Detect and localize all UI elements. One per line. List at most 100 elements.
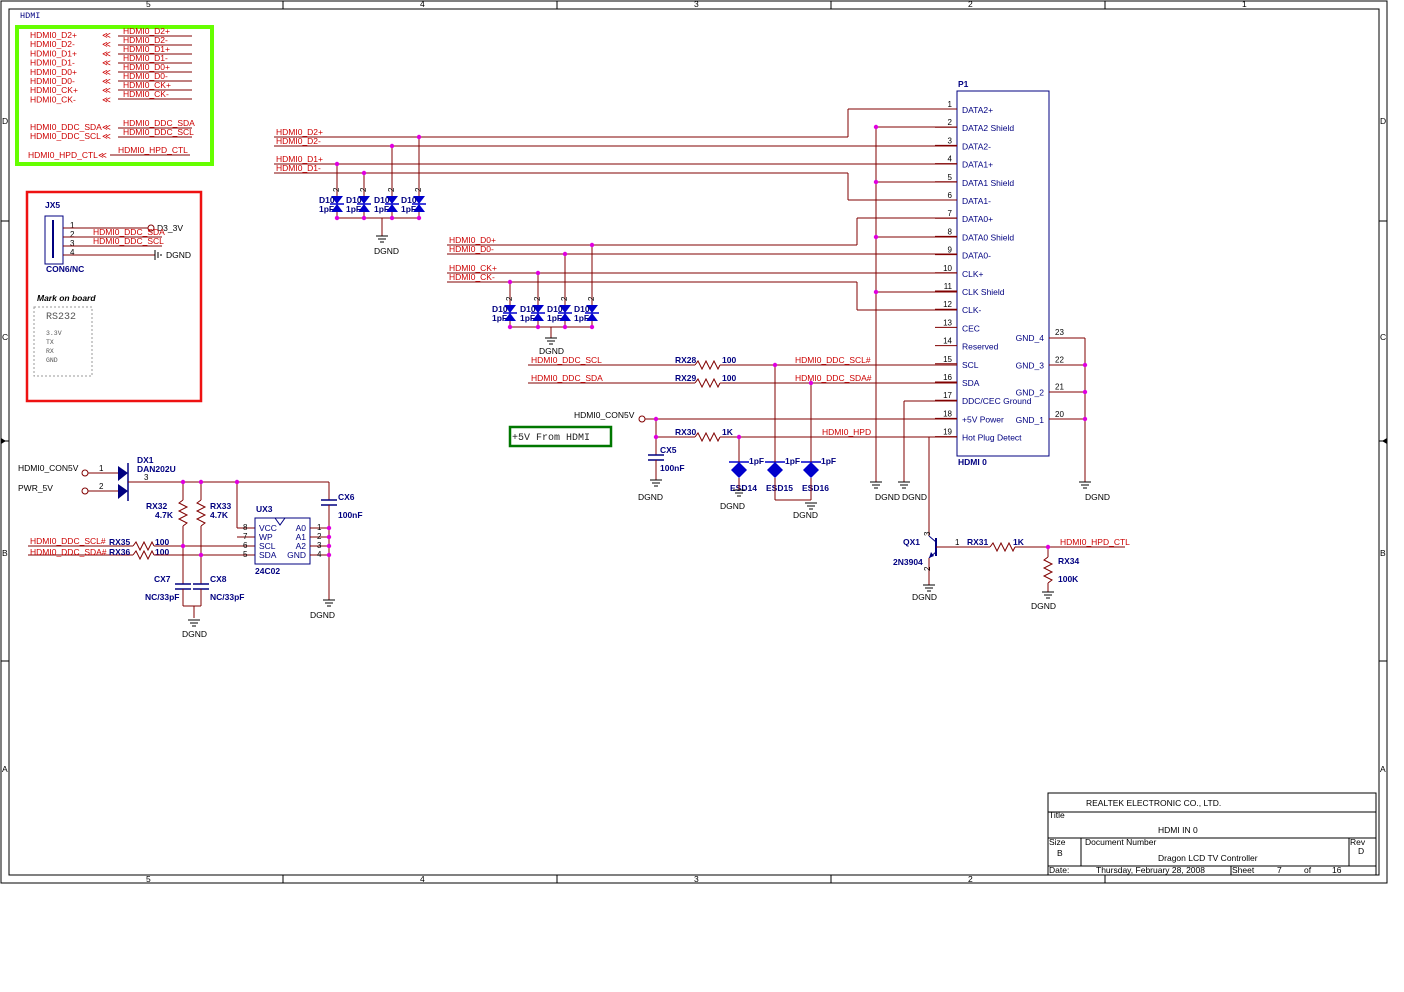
port-chevron-icon: ≪ bbox=[102, 94, 111, 104]
port-chevron-icon: ≪ bbox=[102, 58, 111, 68]
esd-value: 1pF bbox=[785, 456, 800, 466]
p1-pin-number: 6 bbox=[948, 191, 953, 200]
p1-gnd-pin-number: 22 bbox=[1055, 355, 1064, 364]
net-label: HDMI0_DDC_SCL# bbox=[795, 355, 871, 365]
rx36-value: 100 bbox=[155, 547, 169, 557]
junction-dot bbox=[535, 324, 541, 330]
p1-pin-name: DATA0- bbox=[962, 251, 991, 261]
p1-pin-number: 15 bbox=[943, 355, 952, 364]
ux3-pin-name: SCL bbox=[259, 541, 276, 551]
p1-pin-name: DATA2+ bbox=[962, 105, 993, 115]
p1-pin-name: DATA2 Shield bbox=[962, 123, 1014, 133]
diode-ref: D10 bbox=[574, 304, 590, 314]
p1-gnd-pin-number: 21 bbox=[1055, 383, 1064, 392]
diode-grounds: DGND DGND bbox=[337, 217, 592, 356]
tvs-diode-icon bbox=[413, 196, 425, 204]
border-col-label: 3 bbox=[694, 0, 699, 9]
junction-dot bbox=[873, 289, 879, 295]
net-label: HDMI0_D2+ bbox=[276, 127, 323, 137]
cx6-ref: CX6 bbox=[338, 492, 355, 502]
junction-dot bbox=[361, 170, 367, 176]
cx6-value: 100nF bbox=[338, 510, 363, 520]
date-label: Date: bbox=[1049, 865, 1069, 875]
rx30-body bbox=[694, 431, 721, 443]
diode-pin: 2 bbox=[387, 187, 396, 192]
border-row-label: B bbox=[1380, 548, 1386, 558]
p1-gnd-pin-name: GND_1 bbox=[1016, 415, 1045, 425]
junction-dot bbox=[361, 215, 367, 221]
junction-dot bbox=[326, 534, 332, 540]
ux3-part: 24C02 bbox=[255, 566, 280, 576]
border-col-label: 2 bbox=[968, 0, 973, 9]
border-row-label: C bbox=[1380, 332, 1386, 342]
port-left-label: HDMI0_D2+ bbox=[30, 30, 77, 40]
gnd-label: DGND bbox=[182, 629, 207, 639]
jx5-box-border bbox=[25, 190, 203, 403]
jx5-net: HDMI0_DDC_SCL bbox=[93, 236, 164, 246]
jx5-pin: 3 bbox=[70, 239, 75, 248]
diode-value: 1pF bbox=[401, 204, 416, 214]
port-left-label: HDMI0_D0+ bbox=[30, 67, 77, 77]
junction-dot bbox=[589, 324, 595, 330]
hdmi-box-border bbox=[15, 25, 214, 166]
junction-dot bbox=[326, 525, 332, 531]
rx36-ref: RX36 bbox=[109, 547, 131, 557]
junction-dot bbox=[772, 362, 778, 368]
diode-value: 1pF bbox=[492, 313, 507, 323]
rx36-body bbox=[132, 549, 155, 561]
gnd-label: DGND bbox=[912, 592, 937, 602]
svg-text:≪: ≪ bbox=[102, 122, 111, 132]
junction-dot bbox=[334, 215, 340, 221]
p1-gnd-pin-name: GND_4 bbox=[1016, 333, 1045, 343]
port-chevron-icon: ≪ bbox=[102, 76, 111, 86]
port-chevron-icon: ≪ bbox=[102, 39, 111, 49]
p1-pin-name: CEC bbox=[962, 323, 980, 333]
port-chevron-icon: ≪ bbox=[102, 85, 111, 95]
mark-line: GND bbox=[46, 357, 58, 364]
port-right-label: HDMI0_HPD_CTL bbox=[118, 145, 188, 155]
gnd-label: DGND bbox=[374, 246, 399, 256]
rx34-value: 100K bbox=[1058, 574, 1079, 584]
port-right-label: HDMI0_DDC_SCL bbox=[123, 127, 194, 137]
p1-pin-number: 12 bbox=[943, 300, 952, 309]
junction-dot bbox=[873, 234, 879, 240]
gnd-label: DGND bbox=[539, 346, 564, 356]
diode-pin: 2 bbox=[505, 296, 514, 301]
rev-label: Rev bbox=[1350, 837, 1366, 847]
qx1-pin: 3 bbox=[923, 531, 932, 536]
esd-wires: DGND DGND bbox=[720, 365, 818, 520]
esd-diode-icon bbox=[803, 462, 819, 470]
junction-dot bbox=[1082, 389, 1088, 395]
svg-text:≪: ≪ bbox=[102, 131, 111, 141]
diode-ref: D10 bbox=[492, 304, 508, 314]
rx35-value: 100 bbox=[155, 537, 169, 547]
net-label: HDMI0_D0+ bbox=[449, 235, 496, 245]
p1-pin-name: SCL bbox=[962, 360, 979, 370]
port-left-label: HDMI0_DDC_SCL bbox=[30, 131, 101, 141]
p1-pin-name: DATA1+ bbox=[962, 160, 993, 170]
hdmi-port-box: HDMI HDMI0_D2+HDMI0_D2+≪HDMI0_D2-HDMI0_D… bbox=[15, 11, 214, 166]
diode-value: 1pF bbox=[547, 313, 562, 323]
hdmi-box-title: HDMI bbox=[20, 11, 40, 21]
jx5-ground: DGND bbox=[166, 250, 191, 260]
p1-gnd-pin-number: 23 bbox=[1055, 328, 1064, 337]
border-col-label: 3 bbox=[694, 874, 699, 884]
p1-pin-number: 3 bbox=[948, 136, 953, 145]
junction-dot bbox=[234, 479, 240, 485]
port-chevron-icon: ≪ bbox=[102, 67, 111, 77]
cx7-value: NC/33pF bbox=[145, 592, 179, 602]
p1-pin-number: 1 bbox=[948, 100, 953, 109]
sheet-title: HDMI IN 0 bbox=[1158, 825, 1198, 835]
border-col-label: 5 bbox=[146, 0, 151, 9]
border-row-label: A bbox=[1380, 764, 1386, 774]
rx35-body bbox=[132, 540, 155, 552]
junction-dot bbox=[389, 143, 395, 149]
jx5-part: CON6/NC bbox=[46, 264, 84, 274]
port-right-label: HDMI0_D1- bbox=[123, 53, 168, 63]
jx5-box: JX5 CON6/NC 1 2 3 4 D3_3V HDMI0_DDC_SDA … bbox=[25, 190, 203, 403]
rx31-body bbox=[989, 541, 1016, 553]
junction-dot bbox=[416, 215, 422, 221]
ux3-pin-name: A1 bbox=[296, 532, 307, 542]
